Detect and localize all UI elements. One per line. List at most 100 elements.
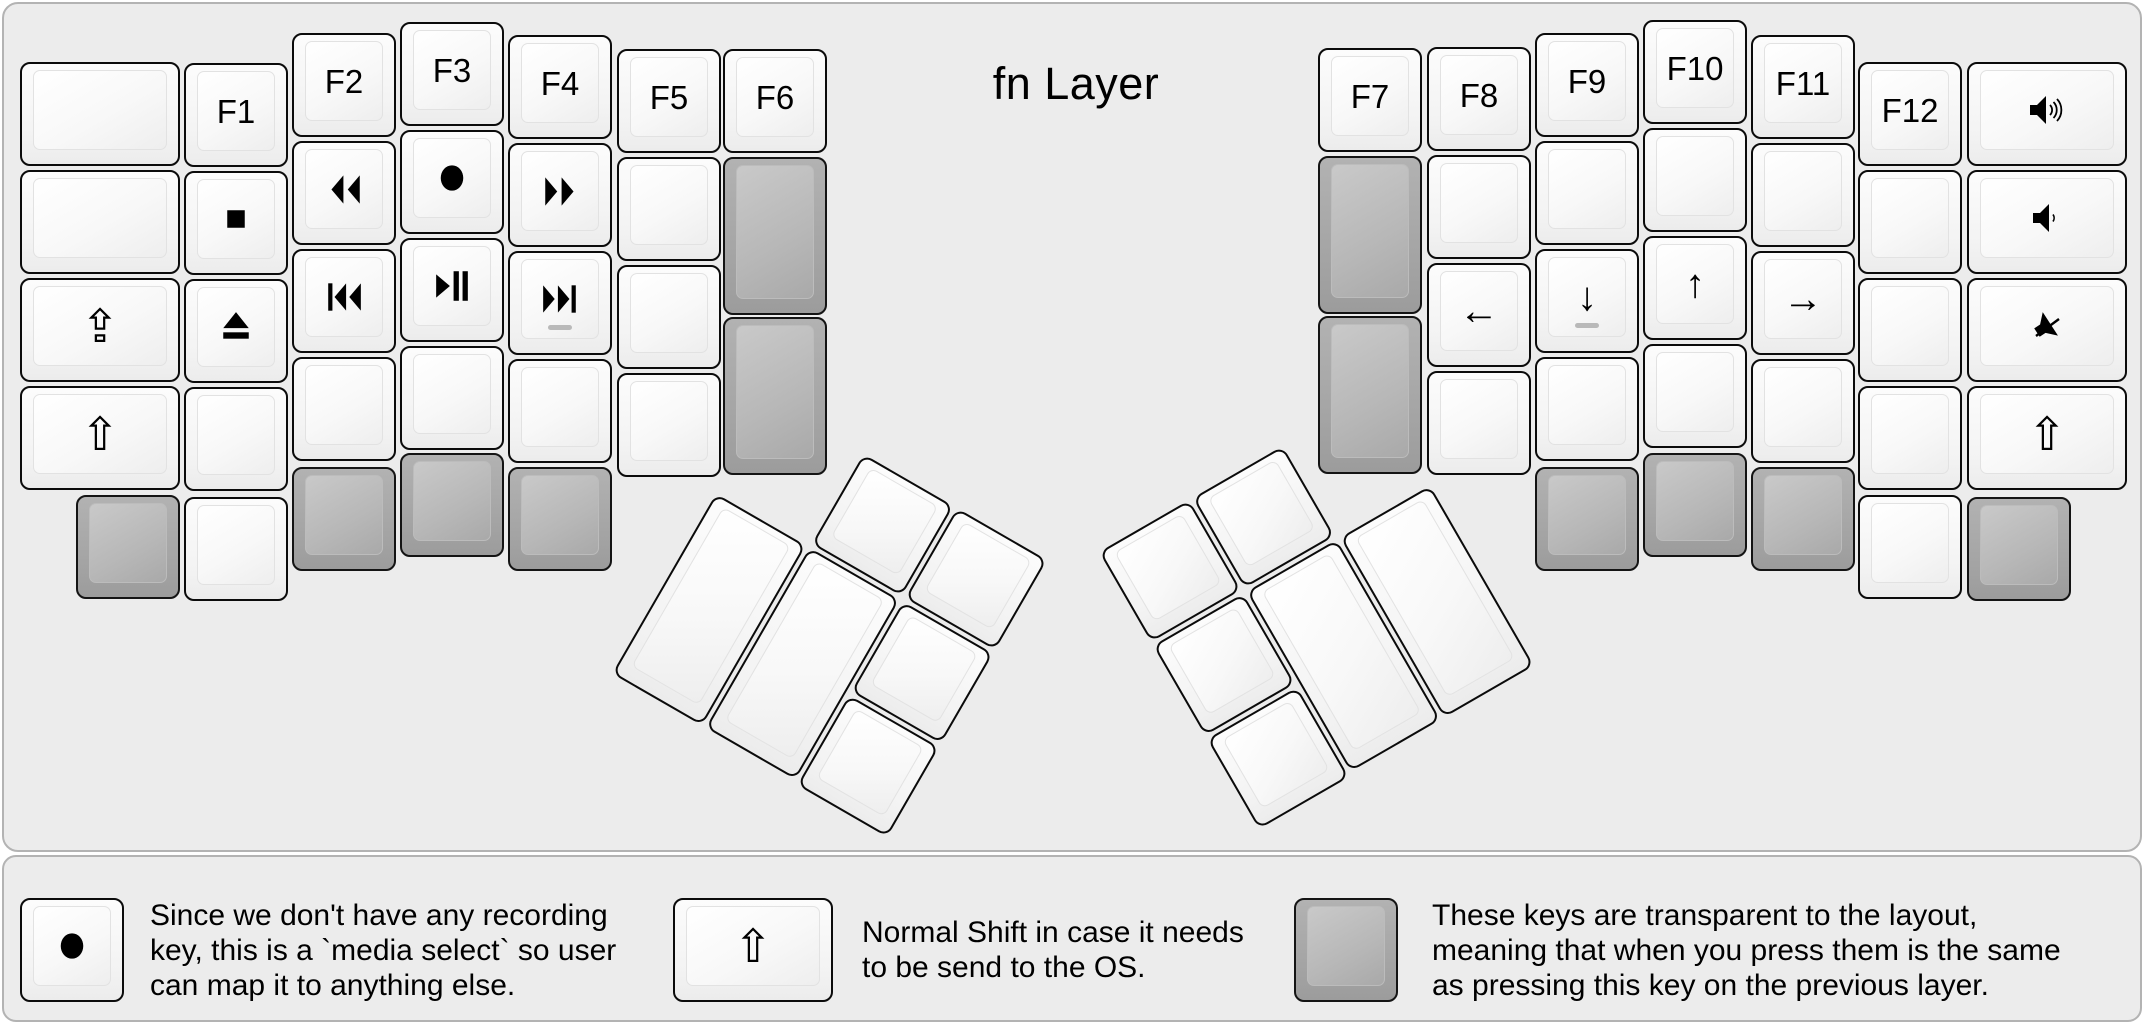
keycap-top [1656,461,1734,541]
legend-line: Since we don't have any recording [150,898,608,932]
legend-shift-key-glyph: ⇧ [733,920,773,972]
key-blank [617,373,721,477]
keycap-top: F12 [1871,70,1949,150]
key-f1-label: F1 [216,92,256,130]
key-f2-label: F2 [324,62,364,100]
key-transparent [1318,316,1422,474]
key-arrow-right: → [1751,251,1855,355]
keycap-top [521,151,599,231]
key-previous-track [292,249,396,353]
key-eject [184,279,288,383]
keycap-top: ↓ [1548,257,1626,337]
key-transparent [1751,467,1855,571]
key-blank [1427,371,1531,475]
keycap-top [33,178,167,258]
keycap-top: → [1764,259,1842,339]
keycap-top [1656,136,1734,216]
key-f4-label: F4 [540,64,580,102]
keycap-top [521,259,599,339]
key-f11-label: F11 [1775,64,1831,102]
key-arrow-down: ↓ [1535,249,1639,353]
key-blank [1535,357,1639,461]
keycap-top [89,503,167,583]
key-play-pause [400,238,504,342]
keycap-top: F7 [1331,56,1409,136]
key-arrow-right-glyph: → [1783,277,1823,321]
key-f3: F3 [400,22,504,126]
key-blank [508,359,612,463]
key-blank [20,170,180,274]
keycap-top [1980,286,2114,366]
keycap-top: F11 [1764,43,1842,123]
key-f7-label: F7 [1350,77,1390,115]
volume-up-icon [2027,94,2067,126]
keycap-top [1980,70,2114,150]
next-track-icon [540,283,580,315]
keycap-top [630,381,708,461]
eject-icon [219,311,253,343]
keycap-top: F4 [521,43,599,123]
keycap-top [197,287,275,367]
key-blank [1751,143,1855,247]
keycap-top: F5 [630,57,708,137]
key-f12-label: F12 [1881,91,1939,129]
keycap-top [1764,475,1842,555]
legend-note-record: Since we don't have any recording key, t… [150,896,616,1004]
keycap-top: ⇧ [1980,394,2114,474]
key-f10: F10 [1643,20,1747,124]
keycap-top [1548,475,1626,555]
keycap-top: F2 [305,41,383,121]
key-shift: ⇧ [20,386,180,490]
key-f8-label: F8 [1459,76,1499,114]
keycap-top: ← [1440,271,1518,351]
key-transparent [1535,467,1639,571]
legend-line: key, this is a `media select` so user [150,933,617,967]
keycap-top [1331,164,1409,298]
key-fast-forward [508,143,612,247]
key-transparent [1643,453,1747,557]
key-transparent [1967,497,2071,601]
mute-icon [2029,310,2065,342]
key-blank [1858,170,1962,274]
key-arrow-left: ← [1427,263,1531,367]
key-blank [20,62,180,166]
key-blank [184,497,288,601]
key-blank [1643,344,1747,448]
keycap-top: F1 [197,71,275,151]
keycap-top [1980,178,2114,258]
key-stop [184,171,288,275]
key-arrow-up-glyph: ↑ [1685,262,1705,306]
key-f10-label: F10 [1666,49,1724,87]
keycap-top [305,365,383,445]
key-f3-label: F3 [432,51,472,89]
keycap-top [1331,324,1409,458]
keycap-top [1764,367,1842,447]
key-f5-label: F5 [649,78,689,116]
key-blank [617,265,721,369]
keycap-top [1871,286,1949,366]
key-next-track [508,251,612,355]
key-mute [1967,278,2127,382]
key-caps-lock: ⇪ [20,278,180,382]
keycap-top [305,149,383,229]
key-arrow-down-glyph: ↓ [1577,275,1597,319]
keycap-top [197,179,275,259]
keycap-top [1168,606,1276,716]
key-blank [1858,495,1962,599]
keycap-top [305,475,383,555]
legend-panel [2,855,2142,1022]
legend-note-transparent: These keys are transparent to the layout… [1432,896,2061,1004]
fast-forward-icon [542,175,579,208]
keycap-top [305,257,383,337]
legend-note-shift: Normal Shift in case it needs to be send… [862,896,1244,1004]
legend-line: meaning that when you press them is the … [1432,933,2061,967]
keycap-top: F6 [736,57,814,137]
keycap-top [1548,365,1626,445]
key-arrow-up: ↑ [1643,236,1747,340]
keycap-top: F3 [413,30,491,110]
keycap-top [1871,503,1949,583]
keycap-top: F8 [1440,55,1518,135]
key-f9-label: F9 [1567,62,1607,100]
keycap-top [736,165,814,299]
key-f7: F7 [1318,48,1422,152]
